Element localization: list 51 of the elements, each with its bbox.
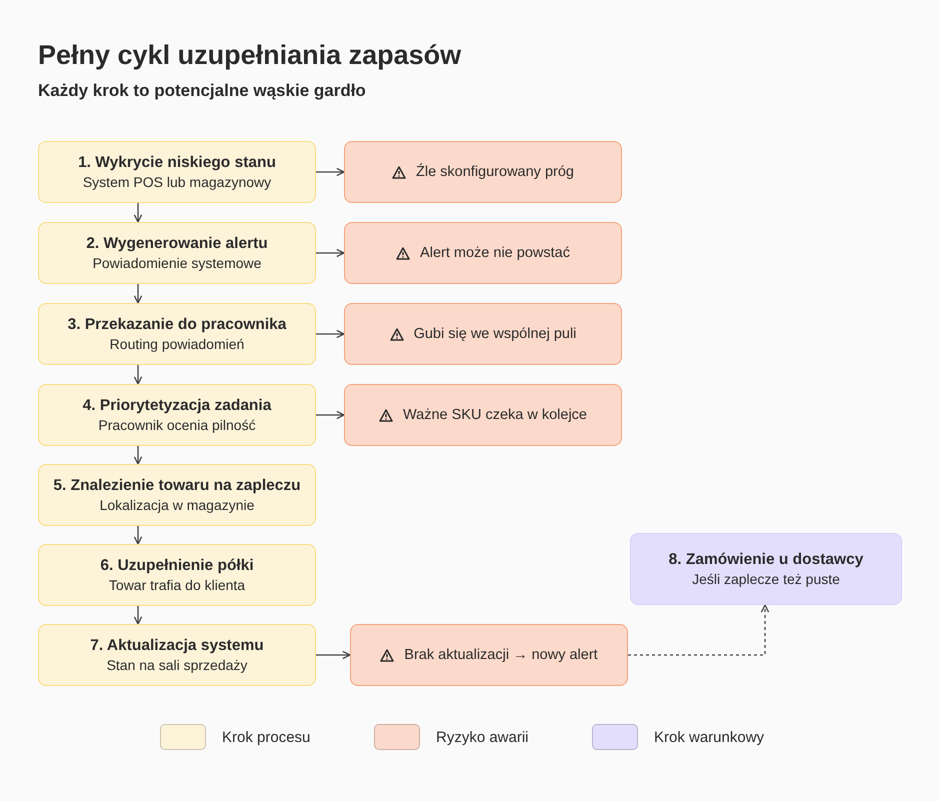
legend-label: Krok procesu	[222, 729, 310, 746]
conditional-step-box	[630, 533, 902, 605]
step-description: Towar trafia do klienta	[108, 576, 246, 594]
process-step-box	[38, 624, 316, 686]
step-description: Lokalizacja w magazynie	[100, 496, 254, 514]
arrow	[134, 203, 142, 223]
step-title: 7. Aktualizacja systemu	[90, 636, 264, 656]
step-description: Stan na sali sprzedaży	[106, 656, 248, 674]
title: Pełny cykl uzupełniania zapasów	[38, 40, 462, 71]
process-step-box	[38, 141, 316, 203]
step-title: 6. Uzupełnienie półki	[100, 556, 254, 576]
step-description: Routing powiadomień	[110, 334, 244, 354]
risk-text: Źle skonfigurowany próg	[416, 164, 574, 180]
risk-text: Brak aktualizacji → nowy alert	[404, 647, 598, 663]
risk-text: Alert może nie powstać	[420, 245, 570, 261]
process-step-box	[38, 544, 316, 606]
subtitle: Każdy krok to potencjalne wąskie gardło	[38, 81, 366, 101]
step-title: 8. Zamówienie u dostawcy	[668, 550, 864, 570]
step-title: 2. Wygenerowanie alertu	[86, 234, 268, 254]
risk-box	[350, 624, 628, 686]
process-step-box	[38, 222, 316, 284]
step-title: 4. Priorytetyzacja zadania	[82, 396, 272, 416]
risk-text: Ważne SKU czeka w kolejce	[402, 407, 587, 423]
arrow	[316, 168, 345, 176]
step-description: Jeśli zaplecze też puste	[692, 570, 840, 588]
step-description: Powiadomienie systemowe	[92, 254, 262, 272]
step-title: 3. Przekazanie do pracownika	[68, 314, 286, 334]
arrow	[316, 410, 345, 420]
arrow	[134, 526, 142, 545]
step-title: 5. Znalezienie towaru na zapleczu	[53, 476, 301, 496]
arrow	[316, 650, 351, 660]
arrow	[134, 284, 142, 304]
risk-box	[344, 222, 622, 284]
step-description: Pracownik ocenia pilność	[98, 416, 256, 434]
step-description: System POS lub magazynowy	[82, 172, 272, 192]
arrow	[134, 446, 142, 465]
risk-box	[344, 303, 622, 365]
process-step-box	[38, 384, 316, 446]
arrow	[316, 330, 345, 338]
arrow	[134, 365, 142, 385]
dashed-arrow	[628, 604, 770, 656]
process-step-box	[38, 464, 316, 526]
process-step-box	[38, 303, 316, 365]
risk-box	[344, 141, 622, 203]
risk-box	[344, 384, 622, 446]
legend-label: Ryzyko awarii	[436, 729, 529, 746]
legend-label: Krok warunkowy	[654, 729, 764, 746]
arrow	[316, 248, 345, 258]
risk-text: Gubi się we wspólnej puli	[414, 326, 576, 342]
step-title: 1. Wykrycie niskiego stanu	[78, 152, 276, 172]
arrow	[134, 606, 142, 625]
